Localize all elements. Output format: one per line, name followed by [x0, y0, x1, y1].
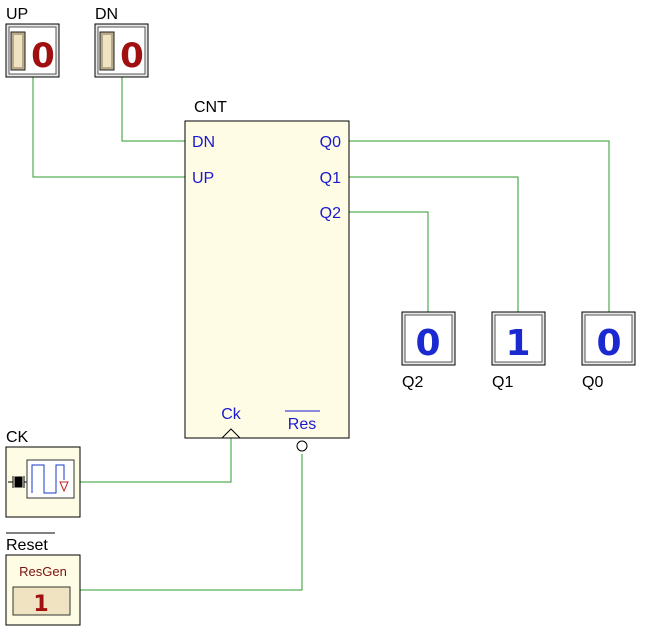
wire-q1: [349, 176, 519, 312]
wire-res: [80, 454, 303, 591]
pin-dn: DN: [192, 134, 215, 151]
counter-body: [184, 120, 350, 439]
wire-dn: [121, 77, 185, 142]
down-arrow-icon: [59, 481, 69, 493]
display-q1-value: 1: [505, 323, 530, 364]
up-switch[interactable]: UP 0: [5, 6, 60, 78]
wire-ck: [80, 438, 232, 483]
wire-q2: [349, 211, 429, 312]
pin-q0: Q0: [320, 134, 341, 151]
pin-q2: Q2: [320, 205, 341, 222]
up-switch-value: 0: [31, 36, 55, 76]
pin-res: Res: [288, 416, 316, 433]
wire-q0: [349, 140, 610, 312]
pin-up: UP: [192, 170, 214, 187]
clock-generator[interactable]: CK: [5, 429, 81, 518]
display-q1: 1 Q1: [491, 311, 546, 391]
clock-label: CK: [6, 429, 29, 446]
reset-label: Reset: [6, 537, 48, 554]
counter-block[interactable]: CNT DN UP Q0 Q1 Q2 Ck Res: [184, 99, 350, 452]
wires: [32, 77, 610, 591]
display-q0-value: 0: [596, 323, 621, 364]
dn-switch-label: DN: [95, 6, 118, 23]
reset-generator[interactable]: Reset ResGen 1: [5, 532, 81, 626]
counter-name: CNT: [194, 99, 227, 116]
display-q1-label: Q1: [492, 374, 513, 391]
inversion-bubble-icon: [296, 440, 308, 452]
reset-box-title: ResGen: [19, 564, 67, 579]
dn-switch[interactable]: DN 0: [94, 6, 149, 78]
reset-value: 1: [33, 592, 48, 617]
display-q0-label: Q0: [582, 374, 603, 391]
display-q2: 0 Q2: [401, 311, 456, 391]
dn-switch-value: 0: [120, 36, 144, 76]
pin-ck: Ck: [221, 406, 242, 423]
pin-q1: Q1: [320, 170, 341, 187]
wire-up: [32, 77, 185, 178]
display-q2-label: Q2: [402, 374, 423, 391]
display-q0: 0 Q0: [581, 311, 636, 391]
display-q2-value: 0: [415, 323, 440, 364]
up-switch-label: UP: [6, 6, 28, 23]
clock-edge-icon: [221, 428, 241, 439]
clock-waveform-icon: [31, 464, 65, 494]
